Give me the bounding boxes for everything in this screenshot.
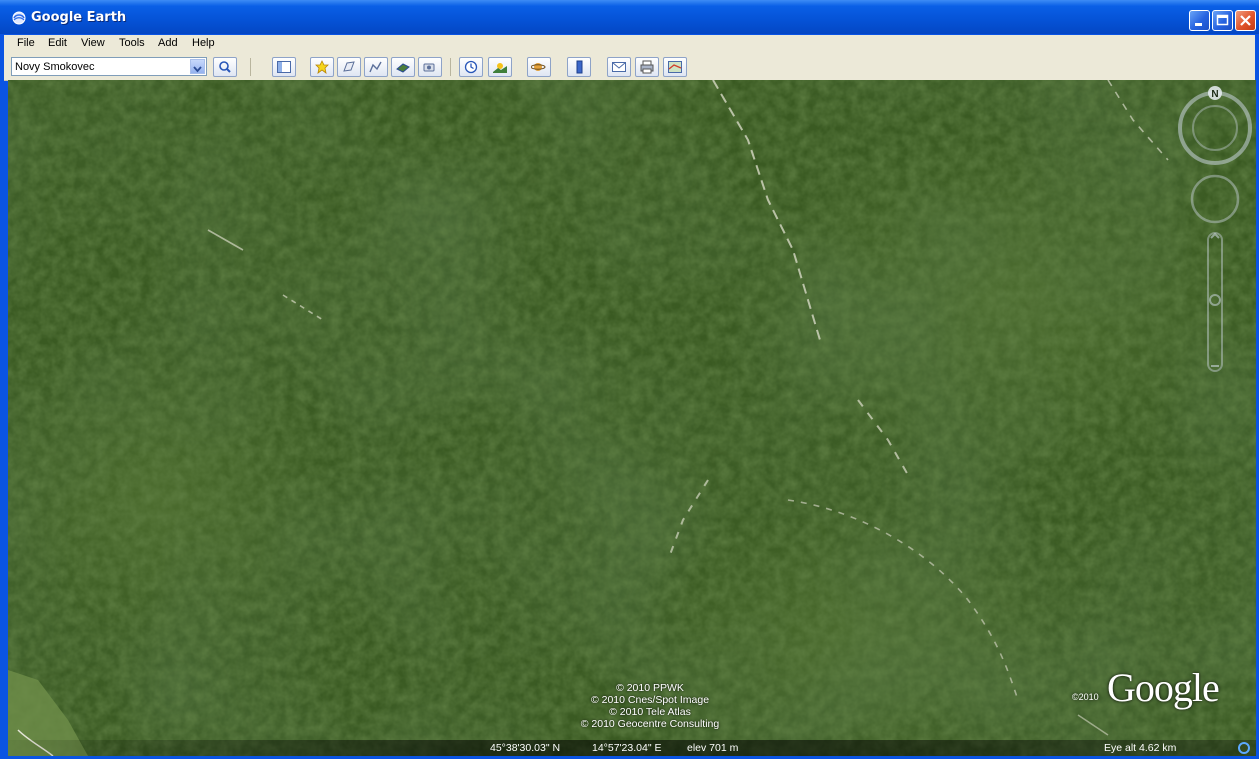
attribution-line: © 2010 PPWK (616, 682, 684, 694)
elevation-readout: elev 701 m (687, 742, 739, 754)
minimize-icon (1195, 23, 1202, 26)
window-title: Google Earth (31, 10, 127, 25)
sidebar-icon (277, 61, 291, 73)
attribution-line: © 2010 Cnes/Spot Image (590, 694, 710, 706)
sunlight-button[interactable] (488, 57, 512, 77)
streaming-indicator-icon (1238, 742, 1250, 754)
eye-altitude-readout: Eye alt 4.62 km (1104, 742, 1177, 754)
move-joystick[interactable] (1190, 174, 1240, 224)
search-input[interactable]: Novy Smokovec (11, 57, 207, 76)
satellite-imagery (8, 80, 1256, 756)
ruler-button[interactable] (567, 57, 591, 77)
sunlight-icon (493, 63, 507, 73)
zoom-slider[interactable] (1207, 232, 1223, 372)
minimize-button[interactable] (1189, 10, 1210, 31)
attribution-line: © 2010 Geocentre Consulting (580, 718, 720, 730)
compass-north-label: N (1211, 89, 1218, 100)
path-icon (369, 61, 382, 73)
google-earth-app-icon (12, 11, 26, 25)
add-polygon-button[interactable] (337, 57, 361, 77)
sidebar-toggle-button[interactable] (272, 57, 296, 77)
toolbar-separator (447, 56, 455, 78)
chevron-down-icon (193, 66, 202, 73)
compass-north-button[interactable]: N (1208, 86, 1222, 100)
email-icon (612, 62, 626, 72)
add-placemark-button[interactable] (310, 57, 334, 77)
placemark-icon (315, 60, 329, 74)
close-button[interactable] (1235, 10, 1256, 31)
attribution-line: © 2010 Tele Atlas (609, 706, 691, 718)
menu-file[interactable]: File (17, 37, 35, 49)
menu-view[interactable]: View (81, 37, 105, 49)
toolbar-separator (247, 56, 255, 78)
add-path-button[interactable] (364, 57, 388, 77)
print-icon (640, 60, 654, 74)
historical-imagery-icon (464, 60, 478, 74)
tour-icon (423, 63, 435, 72)
logo-word: Google (1107, 665, 1220, 710)
search-button[interactable] (213, 57, 237, 77)
menu-bar: File Edit View Tools Add Help (4, 35, 1255, 54)
search-dropdown-button[interactable] (190, 59, 205, 74)
record-tour-button[interactable] (418, 57, 442, 77)
menu-tools[interactable]: Tools (119, 37, 145, 49)
historical-imagery-button[interactable] (459, 57, 483, 77)
overlay-icon (396, 63, 410, 73)
planets-icon (531, 63, 546, 71)
status-bar: 45°38'30.03" N 14°57'23.04" E elev 701 m… (8, 740, 1256, 756)
ruler-icon (576, 60, 583, 74)
menu-edit[interactable]: Edit (48, 37, 67, 49)
email-button[interactable] (607, 57, 631, 77)
print-button[interactable] (635, 57, 659, 77)
view-in-maps-icon (668, 61, 682, 73)
switch-planet-button[interactable] (527, 57, 551, 77)
toolbar: Novy Smokovec (4, 54, 1255, 81)
polygon-icon (343, 61, 355, 72)
view-in-google-maps-button[interactable] (663, 57, 687, 77)
menu-help[interactable]: Help (192, 37, 215, 49)
search-value: Novy Smokovec (15, 61, 95, 73)
title-bar[interactable]: Google Earth (0, 0, 1259, 34)
look-joystick[interactable] (1178, 91, 1252, 165)
search-icon (219, 61, 231, 73)
menu-add[interactable]: Add (158, 37, 178, 49)
navigation-controls[interactable]: N (1174, 86, 1256, 376)
maximize-icon (1216, 14, 1229, 26)
add-image-overlay-button[interactable] (391, 57, 415, 77)
close-icon (1240, 15, 1251, 26)
longitude-readout: 14°57'23.04" E (592, 742, 662, 754)
earth-3d-view[interactable]: N © 2010 PPWK © 2010 Cnes/Spot Image © 2… (8, 80, 1256, 756)
logo-year: ©2010 (1072, 692, 1099, 702)
latitude-readout: 45°38'30.03" N (490, 742, 561, 754)
maximize-button[interactable] (1212, 10, 1233, 31)
imagery-attribution: © 2010 PPWK © 2010 Cnes/Spot Image © 201… (540, 682, 760, 730)
